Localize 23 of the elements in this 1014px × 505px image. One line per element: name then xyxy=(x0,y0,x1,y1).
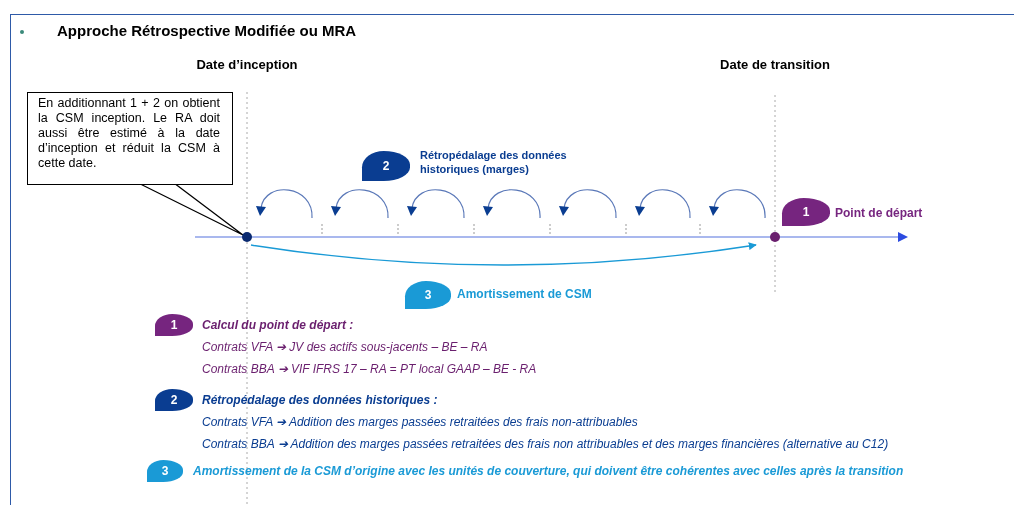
description-text: Contrats VFA ➔ Addition des marges passées retraitées des frais non-attribuables xyxy=(202,415,638,429)
timeline-dot xyxy=(242,232,252,242)
section-heading: Calcul du point de départ : xyxy=(202,318,354,332)
badge-caption: Amortissement de CSM xyxy=(457,287,592,301)
number-badge: 1 xyxy=(155,314,193,336)
description-text: Contrats BBA ➔ VIF IFRS 17 – RA = PT local GAAP – BE - RA xyxy=(202,362,537,376)
description-text: Contrats VFA ➔ JV des actifs sous-jacents – BE – RA xyxy=(202,340,488,354)
date-label: Date d’inception xyxy=(196,57,298,72)
number-badge: 2 xyxy=(362,151,410,181)
badge-caption: Point de départ xyxy=(835,206,923,220)
number-badge: 3 xyxy=(147,460,183,482)
section-heading: Amortissement de la CSM d’origine avec les unités de couverture, qui doivent être cohérentes avec celles après la transition xyxy=(193,464,904,478)
callout-box: En additionnant 1 + 2 on obtient la CSM inception. Le RA doit aussi être estimé à la date d’inception et réduit la CSM à cette date. xyxy=(27,92,233,185)
title: Approche Rétrospective Modifiée ou MRA xyxy=(57,22,357,39)
number-badge: 2 xyxy=(155,389,193,411)
description-text: Contrats BBA ➔ Addition des marges passées retraitées des frais non attribuables et des marges financières (alternative au C12) xyxy=(202,437,889,451)
badge-caption: Rétropédalage des données historiques (marges) xyxy=(420,148,568,176)
number-badge: 1 xyxy=(782,198,830,226)
section-heading: Rétropédalage des données historiques : xyxy=(202,393,438,407)
timeline-dot xyxy=(770,232,780,242)
date-label: Date de transition xyxy=(720,57,830,72)
number-badge: 3 xyxy=(405,281,451,309)
arrow xyxy=(250,242,757,266)
